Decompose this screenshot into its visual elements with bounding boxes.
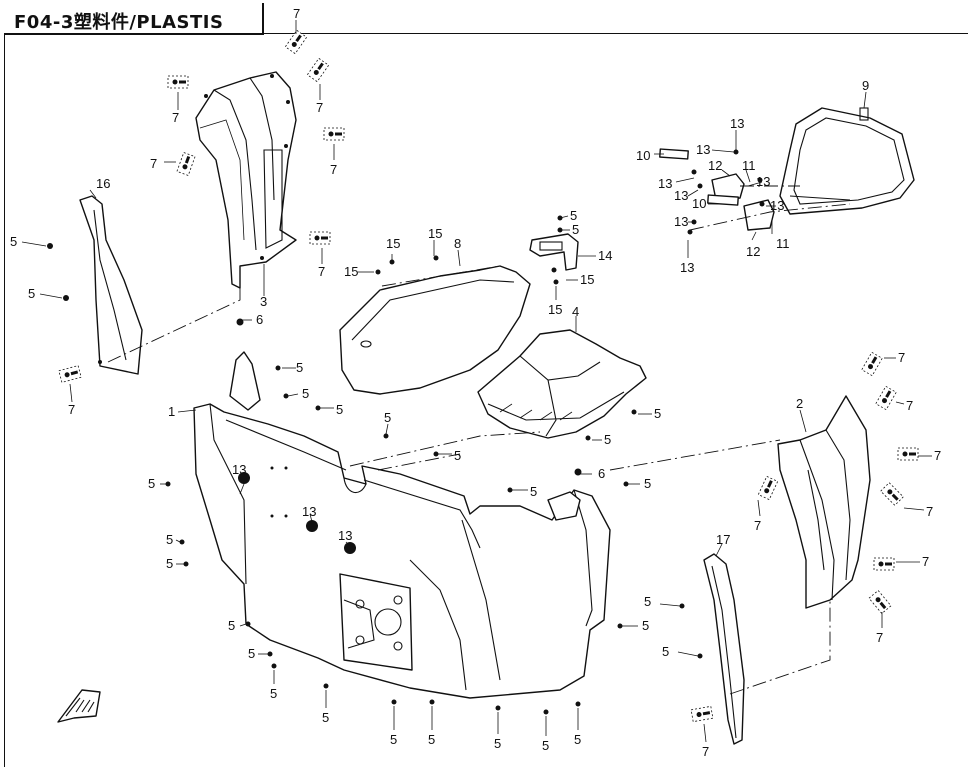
callout-5: 5 [642,618,649,633]
callout-7: 7 [330,162,337,177]
callout-15: 15 [428,226,442,241]
callout-7: 7 [754,518,761,533]
callout-12: 12 [746,244,760,259]
callout-3: 3 [260,294,267,309]
part-16-left-strip [79,195,143,375]
callout-5: 5 [572,222,579,237]
part-17-right-strip [703,553,745,745]
callout-7: 7 [68,402,75,417]
callout-1: 1 [168,404,175,419]
callout-10: 10 [692,196,706,211]
callout-13: 13 [770,198,784,213]
callout-13: 13 [338,528,352,543]
callout-5: 5 [322,710,329,725]
callout-17: 17 [716,532,730,547]
callout-5: 5 [454,448,461,463]
frame-top [262,33,968,34]
callout-7: 7 [906,398,913,413]
page-title: F04-3塑料件/PLASTIS [14,12,224,33]
callout-7: 7 [318,264,325,279]
callout-5: 5 [542,738,549,753]
callout-5: 5 [428,732,435,747]
callout-7: 7 [926,504,933,519]
callout-labels: 7 7 7 7 7 7 7 16 5 5 7 3 6 1 15 15 15 8 … [10,6,941,759]
callout-5: 5 [28,286,35,301]
callout-5: 5 [644,476,651,491]
callout-5: 5 [662,644,669,659]
part-9-rack-frame [659,107,915,231]
front-direction-arrow-icon [57,689,101,723]
callout-7: 7 [934,448,941,463]
callout-5: 5 [148,476,155,491]
callout-6: 6 [256,312,263,327]
callout-7: 7 [702,744,709,759]
callout-11: 11 [776,236,790,251]
callout-13: 13 [696,142,710,157]
callout-15: 15 [344,264,358,279]
callout-5: 5 [570,208,577,223]
callout-5: 5 [270,686,277,701]
callout-13: 13 [302,504,316,519]
callout-16: 16 [96,176,110,191]
callout-5: 5 [166,556,173,571]
callout-11: 11 [742,158,756,173]
assembly-lines [107,185,851,695]
callout-5: 5 [10,234,17,249]
callout-13: 13 [680,260,694,275]
callout-6: 6 [598,466,605,481]
callout-13: 13 [658,176,672,191]
callout-5: 5 [336,402,343,417]
part-1-main-body [193,351,611,699]
callout-7: 7 [150,156,157,171]
part-2-right-fender [777,395,871,609]
leader-lines [21,20,932,743]
callout-5: 5 [604,432,611,447]
callout-5: 5 [654,406,661,421]
part-4-storage-tray [477,329,647,439]
callout-2: 2 [796,396,803,411]
part-3-left-fender [195,71,297,289]
callout-5: 5 [494,736,501,751]
callout-7: 7 [898,350,905,365]
callout-12: 12 [708,158,722,173]
callout-5: 5 [296,360,303,375]
callout-5: 5 [530,484,537,499]
callout-5: 5 [384,410,391,425]
callout-7: 7 [172,110,179,125]
callout-14: 14 [598,248,612,263]
callout-5: 5 [644,594,651,609]
callout-13: 13 [674,188,688,203]
callout-7: 7 [293,6,300,21]
callout-13: 13 [674,214,688,229]
part-14-bracket [529,233,579,271]
callout-5: 5 [166,532,173,547]
callout-4: 4 [572,304,579,319]
callout-7: 7 [922,554,929,569]
callout-5: 5 [390,732,397,747]
callout-15: 15 [548,302,562,317]
callout-13: 13 [232,462,246,477]
callout-7: 7 [876,630,883,645]
callout-7: 7 [316,100,323,115]
callout-5: 5 [574,732,581,747]
frame-left [4,33,5,767]
callout-13: 13 [756,174,770,189]
title-box [4,3,264,35]
callout-5: 5 [248,646,255,661]
callout-5: 5 [302,386,309,401]
callout-13: 13 [730,116,744,131]
callout-8: 8 [454,236,461,251]
callout-15: 15 [386,236,400,251]
screws [47,149,765,715]
callout-5: 5 [228,618,235,633]
callout-10: 10 [636,148,650,163]
fastener-boxes [58,29,919,723]
callout-15: 15 [580,272,594,287]
callout-9: 9 [862,78,869,93]
